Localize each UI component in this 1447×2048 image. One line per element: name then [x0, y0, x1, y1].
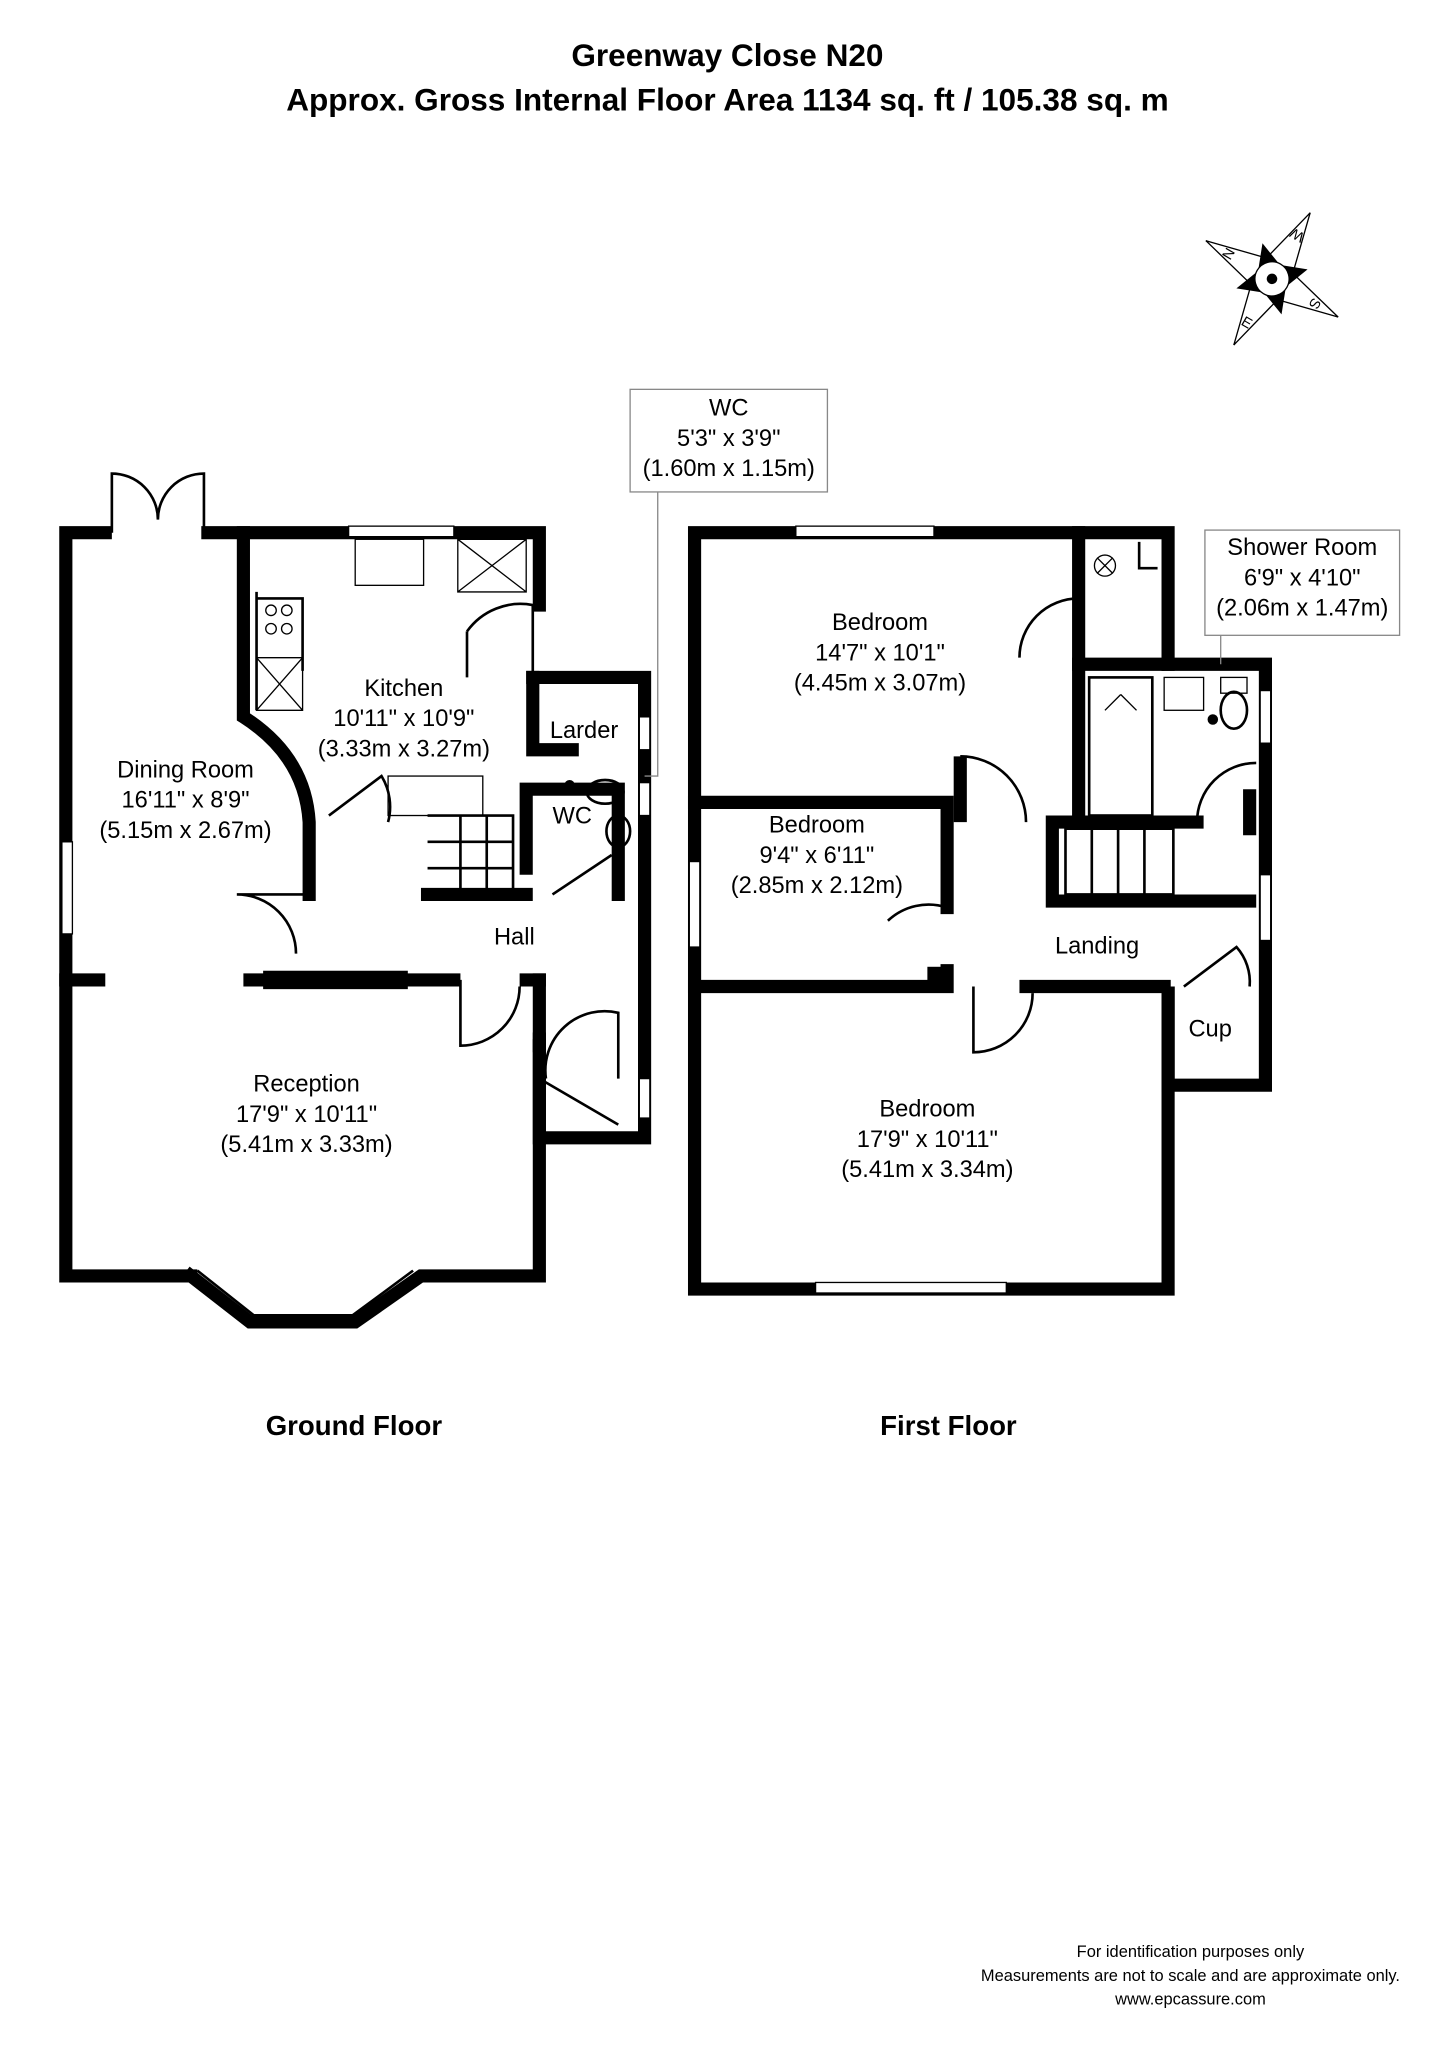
svg-text:16'11" x 8'9": 16'11" x 8'9"	[122, 788, 250, 814]
svg-text:For identification purposes on: For identification purposes only	[1077, 1943, 1305, 1961]
svg-text:(2.85m x 2.12m): (2.85m x 2.12m)	[731, 873, 903, 899]
first-floor-label: First Floor	[880, 1410, 1017, 1441]
first-floor-plan: Bedroom 14'7" x 10'1" (4.45m x 3.07m) Be…	[687, 525, 1401, 1441]
svg-text:(1.60m x 1.15m): (1.60m x 1.15m)	[643, 456, 815, 482]
room-wc: WC	[553, 803, 592, 829]
svg-text:6'9" x 4'10": 6'9" x 4'10"	[1244, 565, 1361, 591]
svg-text:Measurements are not to scale: Measurements are not to scale and are ap…	[981, 1967, 1400, 1985]
svg-text:(5.15m x 2.67m): (5.15m x 2.67m)	[99, 818, 271, 844]
svg-text:Bedroom: Bedroom	[832, 610, 928, 636]
room-cupboard: Cup	[1188, 1016, 1231, 1042]
wc-callout: WC 5'3" x 3'9" (1.60m x 1.15m)	[629, 388, 829, 777]
svg-text:5'3" x 3'9": 5'3" x 3'9"	[677, 426, 780, 452]
svg-text:WC: WC	[709, 396, 748, 422]
svg-text:10'11" x 10'9": 10'11" x 10'9"	[333, 706, 474, 732]
svg-text:(3.33m x 3.27m): (3.33m x 3.27m)	[318, 736, 490, 762]
compass-icon: N S E W	[1205, 212, 1339, 346]
svg-text:14'7" x 10'1": 14'7" x 10'1"	[815, 640, 945, 666]
room-hall: Hall	[494, 924, 535, 950]
svg-text:17'9" x 10'11": 17'9" x 10'11"	[857, 1127, 998, 1153]
room-larder: Larder	[550, 718, 619, 744]
svg-text:(4.45m x 3.07m): (4.45m x 3.07m)	[794, 671, 966, 697]
room-reception: Reception 17'9" x 10'11" (5.41m x 3.33m)	[220, 1072, 392, 1159]
svg-text:Bedroom: Bedroom	[879, 1097, 975, 1123]
svg-text:17'9" x 10'11": 17'9" x 10'11"	[236, 1102, 377, 1128]
room-dining-room: Dining Room 16'11" x 8'9" (5.15m x 2.67m…	[99, 757, 271, 844]
svg-text:(5.41m x 3.33m): (5.41m x 3.33m)	[220, 1132, 392, 1158]
svg-text:Reception: Reception	[253, 1072, 360, 1098]
room-kitchen: Kitchen 10'11" x 10'9" (3.33m x 3.27m)	[318, 676, 490, 763]
svg-text:(5.41m x 3.34m): (5.41m x 3.34m)	[841, 1157, 1013, 1183]
svg-text:Bedroom: Bedroom	[769, 813, 865, 839]
disclaimer: For identification purposes only Measure…	[981, 1943, 1400, 2008]
website-text: www.epcassure.com	[1114, 1991, 1266, 2009]
svg-text:Kitchen: Kitchen	[364, 676, 443, 702]
svg-text:9'4" x 6'11": 9'4" x 6'11"	[759, 843, 874, 869]
room-bedroom-2: Bedroom 9'4" x 6'11" (2.85m x 2.12m)	[731, 813, 903, 900]
room-landing: Landing	[1055, 934, 1139, 960]
floor-area: Approx. Gross Internal Floor Area 1134 s…	[286, 81, 1168, 117]
svg-text:Dining Room: Dining Room	[117, 757, 254, 783]
plan-title: Greenway Close N20	[571, 37, 883, 73]
room-bedroom-1: Bedroom 14'7" x 10'1" (4.45m x 3.07m)	[794, 610, 966, 697]
shower-room-callout: Shower Room 6'9" x 4'10" (2.06m x 1.47m)	[1204, 529, 1401, 665]
ground-floor-label: Ground Floor	[266, 1410, 443, 1441]
ground-floor-plan: Kitchen 10'11" x 10'9" (3.33m x 3.27m) D…	[59, 388, 829, 1441]
svg-text:Shower Room: Shower Room	[1227, 535, 1377, 561]
room-bedroom-3: Bedroom 17'9" x 10'11" (5.41m x 3.34m)	[841, 1097, 1013, 1184]
svg-text:(2.06m x 1.47m): (2.06m x 1.47m)	[1216, 596, 1388, 622]
